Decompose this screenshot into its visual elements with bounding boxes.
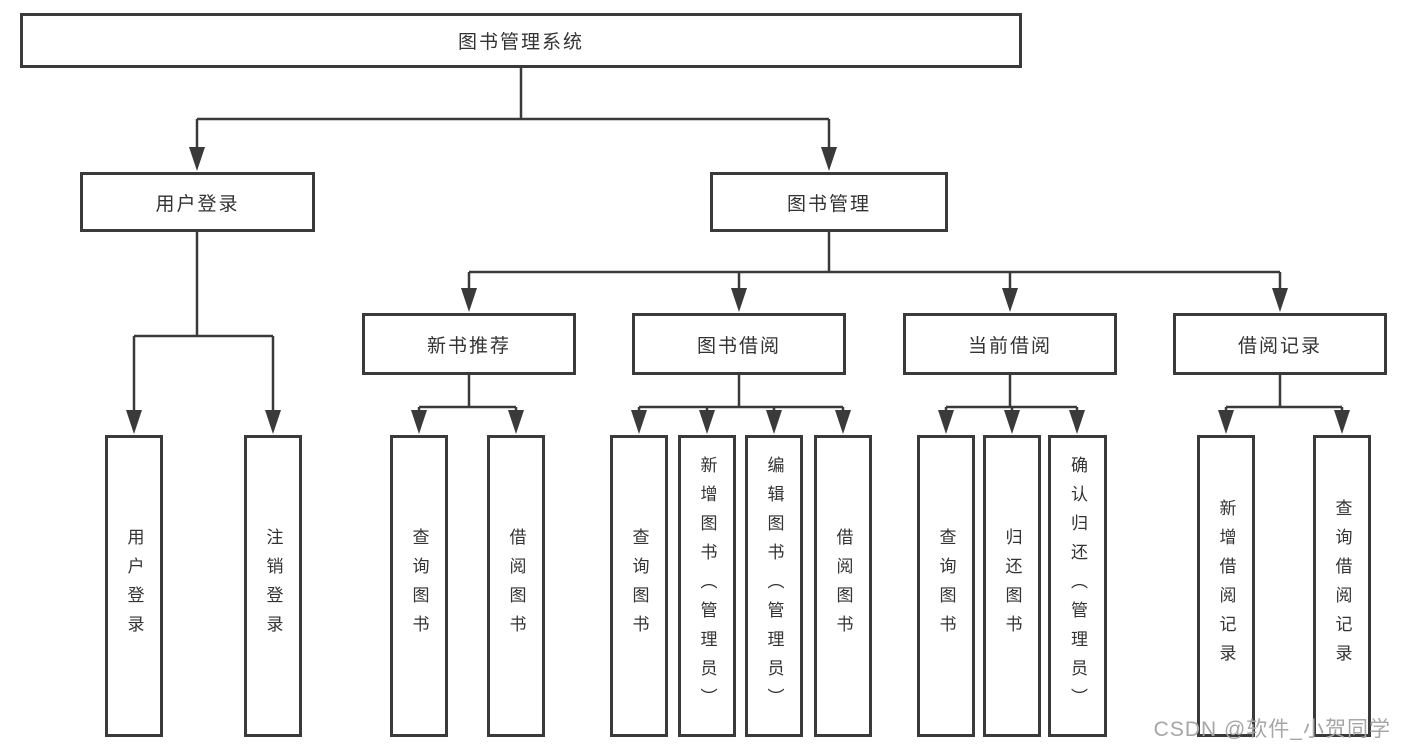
node-current-borrowing: 当前借阅 [903, 313, 1117, 375]
leaf-return-books: 归还图书 [983, 435, 1041, 737]
leaf-edit-book-admin: 编辑图书（管理员） [745, 435, 803, 737]
leaf-add-book-admin: 新增图书（管理员） [678, 435, 736, 737]
leaf-query-books-recommend: 查询图书 [390, 435, 448, 737]
node-new-book-recommendation: 新书推荐 [362, 313, 576, 375]
leaf-confirm-return-admin: 确认归还（管理员） [1048, 435, 1107, 737]
node-borrowing-records: 借阅记录 [1173, 313, 1387, 375]
leaf-query-borrow-record: 查询借阅记录 [1313, 435, 1371, 737]
leaf-logout: 注销登录 [244, 435, 302, 737]
leaf-borrow-books-borrowing: 借阅图书 [814, 435, 872, 737]
leaf-add-borrow-record: 新增借阅记录 [1197, 435, 1255, 737]
leaf-query-books-current: 查询图书 [917, 435, 975, 737]
node-book-borrowing: 图书借阅 [632, 313, 846, 375]
csdn-watermark: CSDN @软件_小贺同学 [1153, 718, 1391, 741]
node-user-login: 用户登录 [80, 172, 315, 232]
leaf-borrow-books-recommend: 借阅图书 [487, 435, 545, 737]
node-book-management: 图书管理 [710, 172, 948, 232]
leaf-query-books-borrowing: 查询图书 [610, 435, 668, 737]
node-library-management-system: 图书管理系统 [20, 13, 1022, 68]
arrowheads [126, 147, 1350, 434]
leaf-user-login: 用户登录 [105, 435, 163, 737]
